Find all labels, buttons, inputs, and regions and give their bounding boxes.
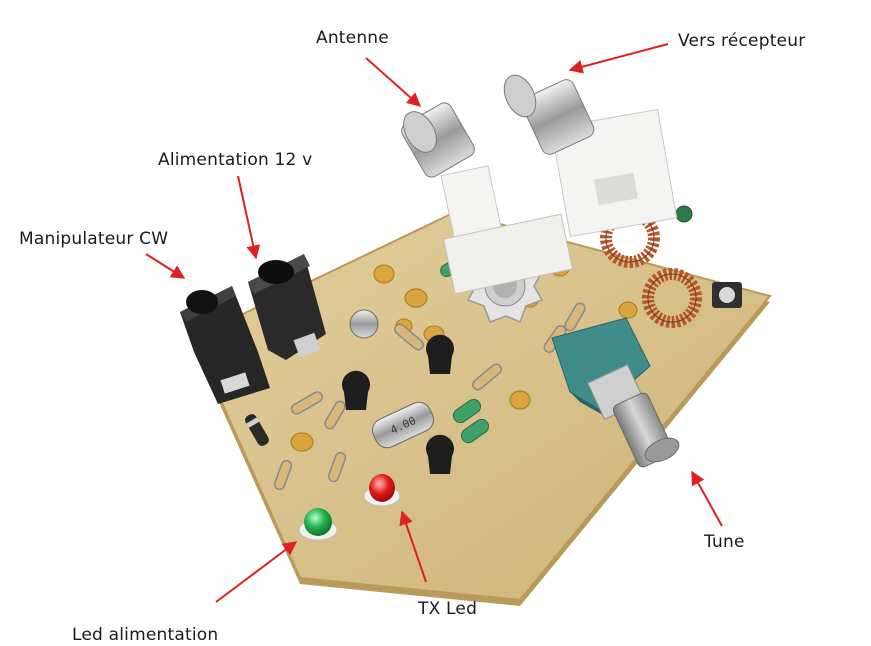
trimmer xyxy=(712,282,742,308)
label-power-supply: Alimentation 12 v xyxy=(158,150,313,170)
label-receiver: Vers récepteur xyxy=(678,31,806,51)
transistors xyxy=(342,334,455,474)
callout-arrows xyxy=(145,43,723,603)
arrow-antenna xyxy=(365,57,422,107)
label-antenna: Antenne xyxy=(316,28,389,48)
arrow-tune xyxy=(691,470,723,527)
arrow-receiver xyxy=(568,43,669,74)
power-led xyxy=(298,508,338,541)
label-tune: Tune xyxy=(704,532,745,552)
arrow-power-supply xyxy=(237,175,261,260)
bnc-connector-receiver xyxy=(503,74,678,238)
cw-key-jack xyxy=(180,286,270,404)
bnc-connector-antenna xyxy=(401,102,574,295)
arrow-tx-led xyxy=(399,510,427,583)
tx-led xyxy=(363,474,401,507)
arrow-cw-key xyxy=(145,253,186,279)
metal-transistor xyxy=(349,309,379,339)
diode xyxy=(245,414,269,446)
tune-potentiometer xyxy=(551,317,680,468)
arrow-power-led xyxy=(215,541,298,603)
label-cw-key: Manipulateur CW xyxy=(19,229,169,249)
label-power-led: Led alimentation xyxy=(72,625,219,645)
label-tx-led: TX Led xyxy=(418,599,478,619)
dc-power-jack xyxy=(248,254,326,360)
crystal-oscillator: 4.00 xyxy=(372,401,434,449)
